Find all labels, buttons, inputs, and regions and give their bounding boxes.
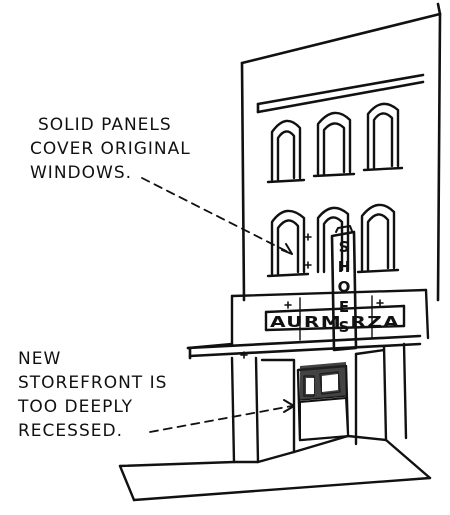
annotation-top-line-2: COVER ORIGINAL xyxy=(30,139,191,159)
annotation-top-line-3: WINDOWS. xyxy=(30,163,132,183)
leader-top xyxy=(142,178,292,254)
annotation-top-line-1: SOLID PANELS xyxy=(38,115,172,135)
upper-windows xyxy=(268,104,402,182)
middle-window-3 xyxy=(358,205,398,272)
annotation-bottom-line-3: TOO DEEPLY xyxy=(17,397,133,417)
upper-window-2 xyxy=(314,113,354,176)
sign-letter-2: H xyxy=(338,258,351,276)
upper-window-1 xyxy=(268,121,304,182)
annotation-bottom-line-1: NEW xyxy=(18,349,61,369)
annotation-bottom: NEW STOREFRONT IS TOO DEEPLY RECESSED. xyxy=(17,349,167,441)
vertical-sign: S H O E S xyxy=(332,226,356,350)
annotation-bottom-line-4: RECESSED. xyxy=(18,421,123,441)
annotation-bottom-line-2: STOREFRONT IS xyxy=(18,373,167,393)
upper-window-3 xyxy=(364,104,402,170)
leader-lines xyxy=(142,178,292,432)
sign-letter-1: S xyxy=(339,238,350,256)
recessed-entry-shading xyxy=(300,362,348,440)
leader-bottom xyxy=(150,406,292,432)
awning-text: AURM RZA xyxy=(270,313,400,331)
sidewalk xyxy=(120,436,430,500)
middle-window-1 xyxy=(268,211,308,276)
annotation-top: SOLID PANELS COVER ORIGINAL WINDOWS. xyxy=(30,115,191,183)
